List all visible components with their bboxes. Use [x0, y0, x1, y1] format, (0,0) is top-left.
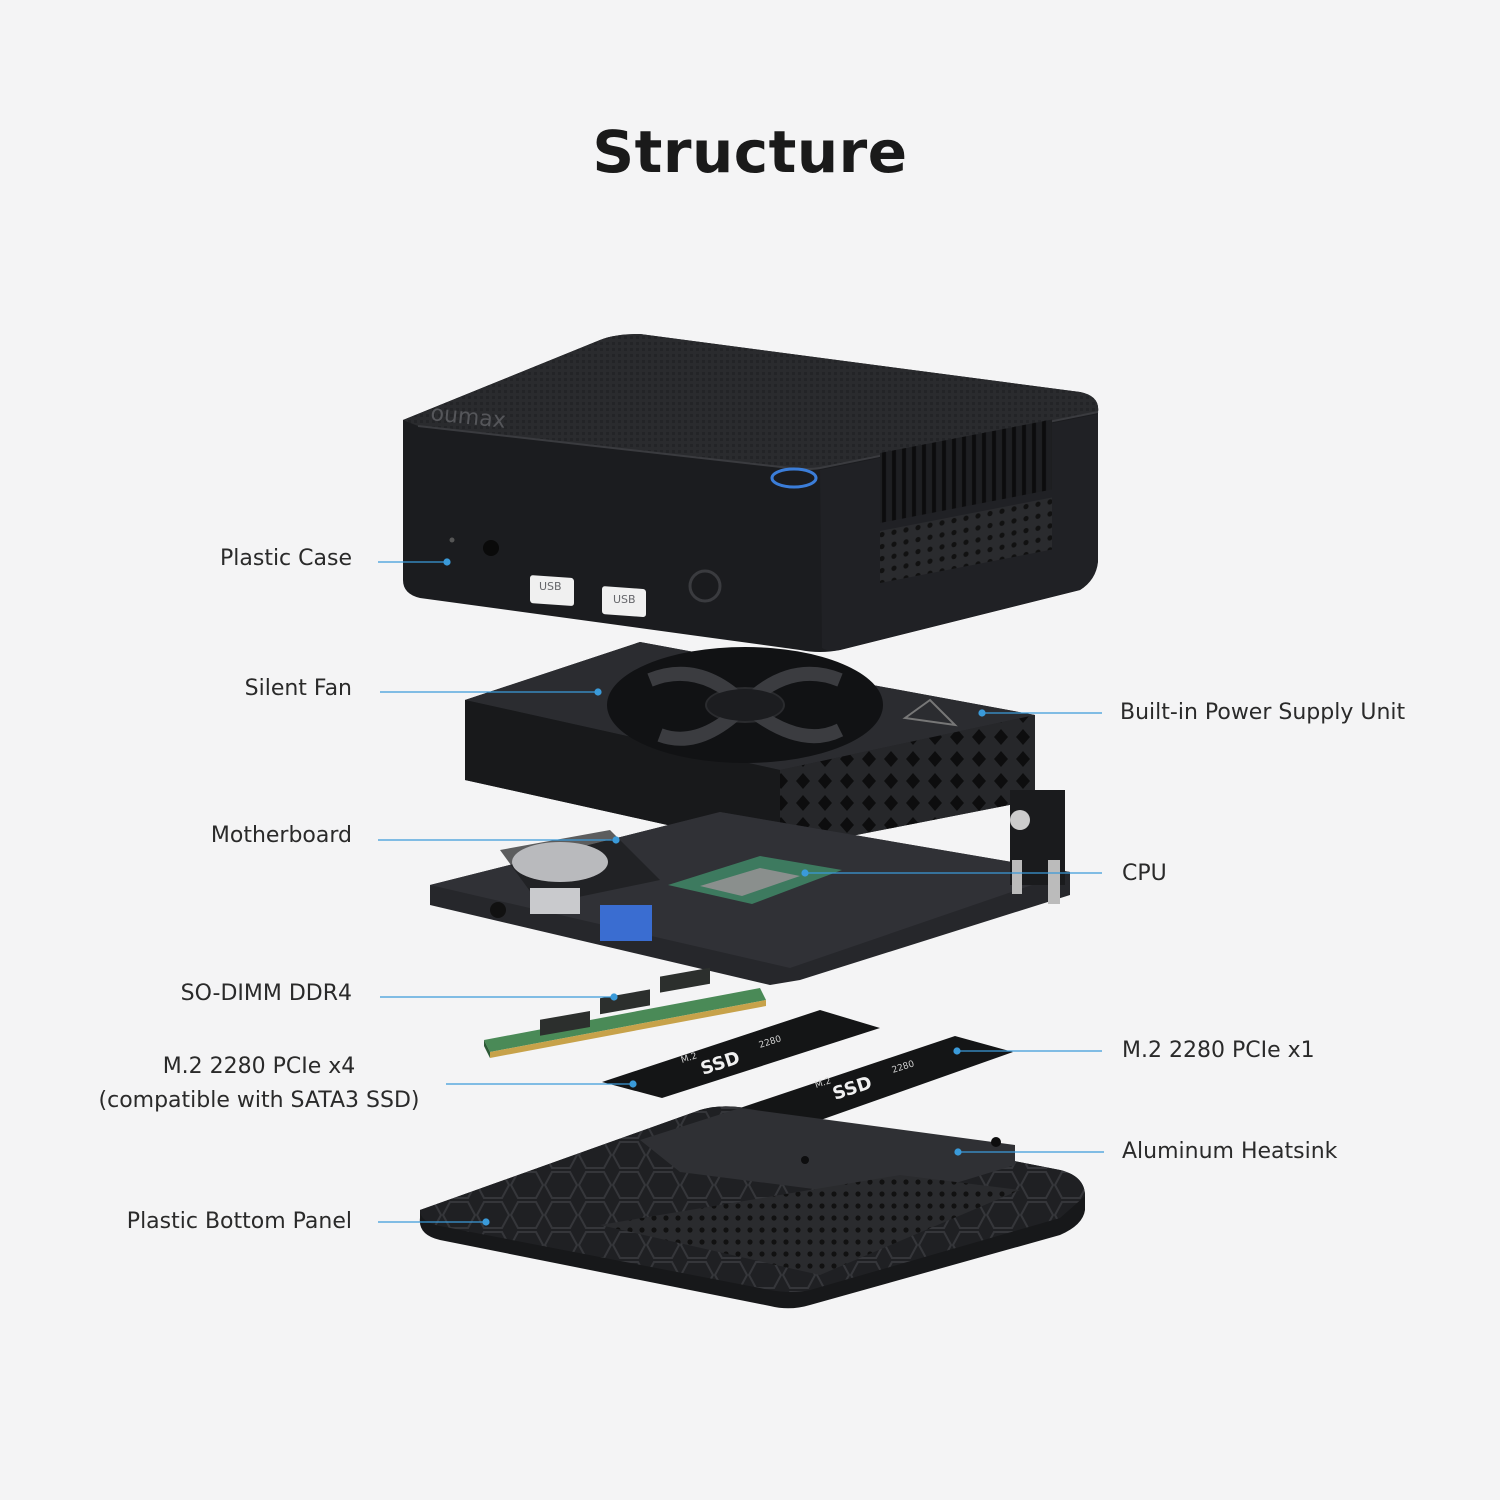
usb-port-2-label: USB [613, 593, 636, 606]
power-button-icon [688, 569, 722, 603]
label-psu: Built-in Power Supply Unit [1120, 700, 1406, 725]
cmos-battery-icon [512, 842, 608, 882]
ssd-left-m2-label: M.2 [680, 1051, 699, 1066]
label-m2-x4-line2: (compatible with SATA3 SSD) [98, 1088, 420, 1113]
bottom-panel [419, 1106, 1085, 1309]
usb-port-1-icon [530, 575, 574, 606]
usb-a-port-icon [530, 888, 580, 914]
page-title: Structure [592, 118, 908, 186]
usb-port-2-icon [602, 586, 646, 617]
label-m2-x1: M.2 2280 PCIe x1 [1122, 1038, 1315, 1063]
indicator-hole-icon [449, 537, 455, 543]
label-bottom-panel: Plastic Bottom Panel [126, 1209, 352, 1234]
plastic-case: oumax USB USB [403, 334, 1099, 652]
ssd-left: M.2 SSD 2280 [602, 1010, 880, 1098]
fan-and-psu-assembly [465, 642, 1035, 850]
label-m2-x4-line1: M.2 2280 PCIe x4 [162, 1054, 356, 1079]
motherboard [430, 790, 1070, 985]
dc-jack-icon [1010, 810, 1030, 830]
leader-lines [378, 558, 1104, 1226]
usb-port-1-label: USB [539, 580, 562, 593]
label-silent-fan: Silent Fan [244, 676, 352, 701]
warning-icon [902, 698, 958, 727]
label-sodimm: SO-DIMM DDR4 [180, 981, 352, 1006]
label-plastic-case: Plastic Case [220, 546, 352, 571]
intel-badge-icon [770, 467, 818, 489]
audio-jack-icon [483, 540, 499, 556]
label-heatsink: Aluminum Heatsink [1122, 1139, 1338, 1164]
label-cpu: CPU [1122, 861, 1167, 886]
ssd-right: M.2 SSD 2280 [740, 1036, 1013, 1128]
board-audio-jack-icon [490, 902, 506, 918]
ssd-right-m2-label: M.2 [814, 1076, 833, 1091]
usb3-port-icon [600, 905, 652, 941]
fan-icon [607, 647, 883, 763]
cpu-chip-icon [668, 856, 842, 904]
sodimm-module [484, 967, 766, 1058]
label-motherboard: Motherboard [210, 823, 352, 848]
heatsink-plate [640, 1108, 1015, 1200]
label-m2-x4: M.2 2280 PCIe x4 (compatible with SATA3 … [96, 1050, 422, 1118]
